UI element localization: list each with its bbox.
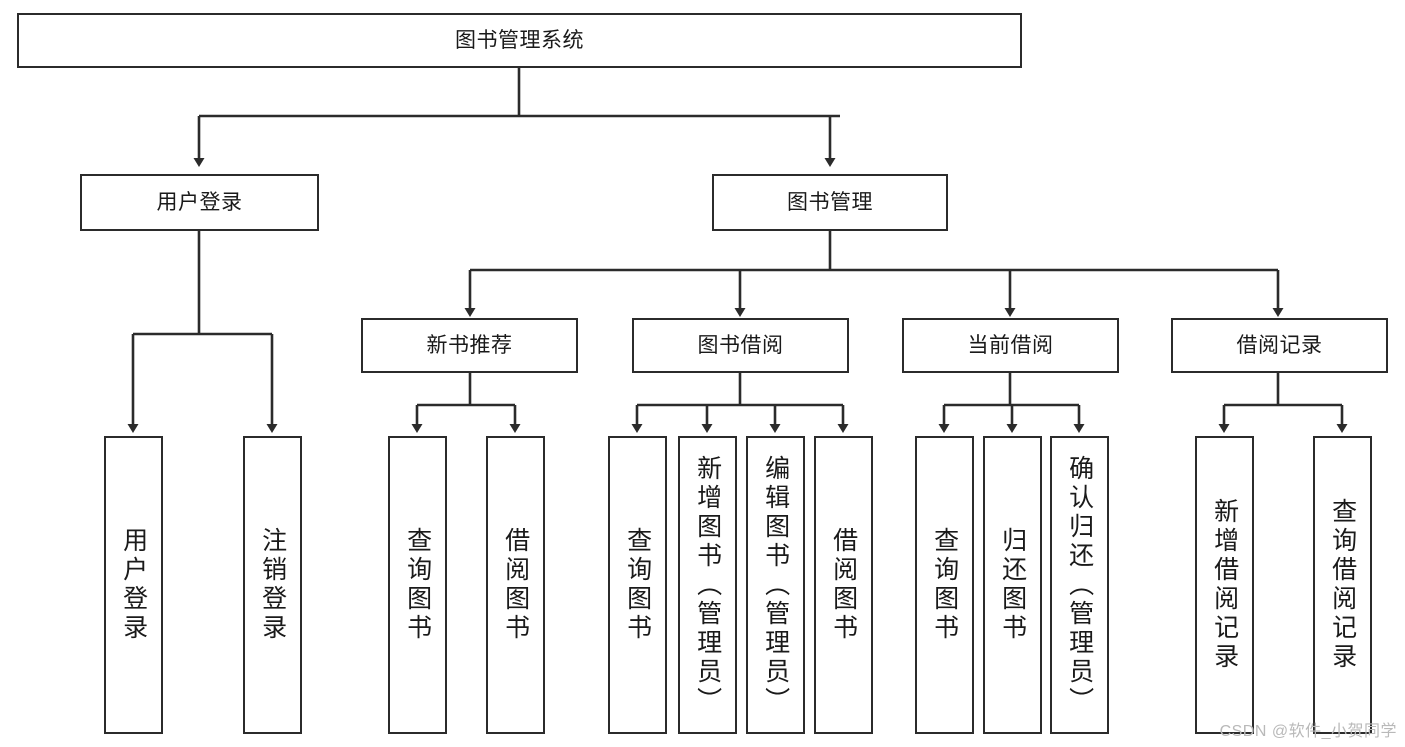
node-new-book-recommend[interactable]: 新书推荐: [361, 318, 578, 373]
node-leaf-add-book[interactable]: 新增图书（管理员）: [678, 436, 737, 734]
csdn-watermark: CSDN @软件_小贺同学: [1219, 723, 1397, 740]
node-book-borrow[interactable]: 图书借阅: [632, 318, 849, 373]
node-leaf-add-book-label: 新增图书（管理员）: [693, 454, 722, 716]
node-book-manage-label: 图书管理: [787, 190, 873, 214]
node-leaf-logout-login[interactable]: 注销登录: [243, 436, 302, 734]
node-book-borrow-label: 图书借阅: [697, 333, 784, 357]
node-leaf-confirm-return-label: 确认归还（管理员）: [1065, 454, 1094, 716]
node-leaf-query-book-2[interactable]: 查询图书: [608, 436, 667, 734]
node-leaf-add-record-label: 新增借阅记录: [1210, 498, 1239, 672]
node-leaf-user-login-label: 用户登录: [119, 527, 148, 643]
node-leaf-query-book-3[interactable]: 查询图书: [915, 436, 974, 734]
node-leaf-return-book[interactable]: 归还图书: [983, 436, 1042, 734]
node-leaf-query-book-1-label: 查询图书: [403, 527, 432, 643]
node-leaf-user-login[interactable]: 用户登录: [104, 436, 163, 734]
node-leaf-query-record-label: 查询借阅记录: [1328, 498, 1357, 672]
node-leaf-borrow-book-2-label: 借阅图书: [829, 527, 858, 643]
node-current-borrow-label: 当前借阅: [967, 333, 1054, 357]
node-current-borrow[interactable]: 当前借阅: [902, 318, 1119, 373]
node-leaf-query-book-3-label: 查询图书: [930, 527, 959, 643]
node-borrow-record-label: 借阅记录: [1236, 333, 1323, 357]
node-leaf-borrow-book-1-label: 借阅图书: [501, 527, 530, 643]
node-leaf-query-record[interactable]: 查询借阅记录: [1313, 436, 1372, 734]
node-root-label: 图书管理系统: [455, 28, 584, 52]
node-new-book-recommend-label: 新书推荐: [426, 333, 513, 357]
node-leaf-borrow-book-1[interactable]: 借阅图书: [486, 436, 545, 734]
node-book-manage[interactable]: 图书管理: [712, 174, 948, 231]
node-borrow-record[interactable]: 借阅记录: [1171, 318, 1388, 373]
node-leaf-edit-book[interactable]: 编辑图书（管理员）: [746, 436, 805, 734]
node-user-login-label: 用户登录: [156, 190, 243, 214]
node-leaf-query-book-1[interactable]: 查询图书: [388, 436, 447, 734]
node-root[interactable]: 图书管理系统: [17, 13, 1022, 68]
node-leaf-edit-book-label: 编辑图书（管理员）: [761, 454, 790, 716]
node-leaf-confirm-return[interactable]: 确认归还（管理员）: [1050, 436, 1109, 734]
node-leaf-return-book-label: 归还图书: [998, 527, 1027, 643]
node-leaf-query-book-2-label: 查询图书: [623, 527, 652, 643]
node-user-login[interactable]: 用户登录: [80, 174, 319, 231]
node-leaf-logout-login-label: 注销登录: [258, 527, 287, 643]
node-leaf-borrow-book-2[interactable]: 借阅图书: [814, 436, 873, 734]
node-leaf-add-record[interactable]: 新增借阅记录: [1195, 436, 1254, 734]
